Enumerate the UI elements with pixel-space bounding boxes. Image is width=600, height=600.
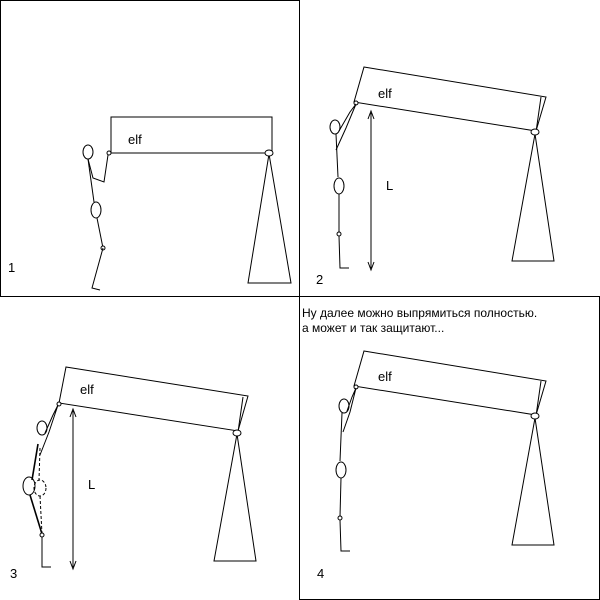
panel-1-bar-label: elf	[128, 132, 142, 147]
panel-3-dimension-arrow-bottom	[69, 560, 77, 571]
panel-1-figure-hip	[90, 201, 102, 219]
panel-4-figure-shin	[339, 519, 350, 552]
panel-1-figure-arm	[87, 154, 109, 183]
panel-2-number: 2	[316, 272, 323, 287]
panel-3-figure-torso	[31, 443, 39, 481]
panel-3-dimension-arrow-top	[69, 407, 77, 418]
panel-2-dimension-arrow-top	[367, 109, 375, 120]
panel-4-figure-knee	[337, 515, 343, 521]
panel-3-figure-hip-ghost	[33, 479, 47, 497]
panel-2-figure-head	[329, 119, 341, 135]
panel-3-figure-torso-ghost	[38, 447, 41, 481]
panel-2-dimension-arrow-bottom	[367, 261, 375, 272]
panel-4-figure-arm	[342, 387, 357, 433]
panel-4: Ну далее можно выпрямиться полностью. а …	[302, 306, 555, 581]
panel-4-pivot-stem	[535, 380, 542, 417]
panel-4-figure-thigh	[339, 477, 342, 518]
panel-2-figure-shin	[338, 235, 349, 269]
panel-2-figure-torso	[335, 133, 339, 178]
panel-3-bar	[58, 366, 249, 432]
panel-2-pivot	[530, 128, 540, 136]
panel-2: elf L 2	[316, 66, 555, 287]
panel-4-figure-torso	[339, 412, 343, 462]
panel-3-number: 3	[10, 566, 17, 581]
panel-1-figure-thigh	[96, 217, 104, 249]
panel-3-pivot	[232, 429, 242, 437]
panel-4-caption-line-2: а может и так защитают...	[302, 321, 444, 335]
panel-1-pivot	[264, 149, 274, 157]
panel-3-figure-shin	[41, 537, 51, 568]
panel-1-number: 1	[8, 260, 15, 275]
panel-2-bar-label: elf	[378, 86, 392, 101]
panel-4-figure-hip	[335, 461, 347, 479]
panel-1-frame	[0, 0, 300, 297]
panel-2-figure-hip	[333, 177, 345, 195]
panel-4-bar-label: elf	[378, 369, 392, 384]
panel-3-dimension-label: L	[88, 477, 95, 492]
panel-1-figure-head	[82, 144, 94, 160]
panel-4-number: 4	[317, 566, 324, 581]
panel-3: elf L 3	[10, 366, 257, 581]
panel-2-dimension-label: L	[386, 178, 393, 193]
panel-3-figure-arm	[39, 404, 59, 456]
panel-3-figure-thigh-ghost	[39, 495, 43, 535]
panel-3-figure-knee	[39, 532, 45, 538]
panel-3-bar-label: elf	[80, 382, 94, 397]
panel-2-figure-arm	[335, 103, 357, 151]
panel-4-frame	[299, 296, 600, 600]
panel-1-figure-shin	[91, 247, 104, 291]
panel-2-figure-knee	[336, 231, 342, 237]
panel-3-pivot-stem	[237, 396, 244, 433]
panel-3-figure-hip	[22, 476, 36, 496]
panel-4-pivot	[530, 412, 540, 420]
panel-1-figure-hand	[106, 150, 112, 156]
panel-4-caption-line-1: Ну далее можно выпрямиться полностью.	[302, 306, 537, 320]
panel-1: elf 1	[8, 116, 292, 291]
panel-4-support	[511, 417, 555, 546]
panel-3-support	[213, 433, 257, 562]
panel-3-figure-thigh	[29, 494, 43, 535]
panel-1-figure-torso	[87, 158, 95, 203]
panel-1-support	[247, 153, 292, 284]
panel-2-pivot-stem	[535, 96, 542, 133]
panel-2-support	[511, 133, 555, 262]
